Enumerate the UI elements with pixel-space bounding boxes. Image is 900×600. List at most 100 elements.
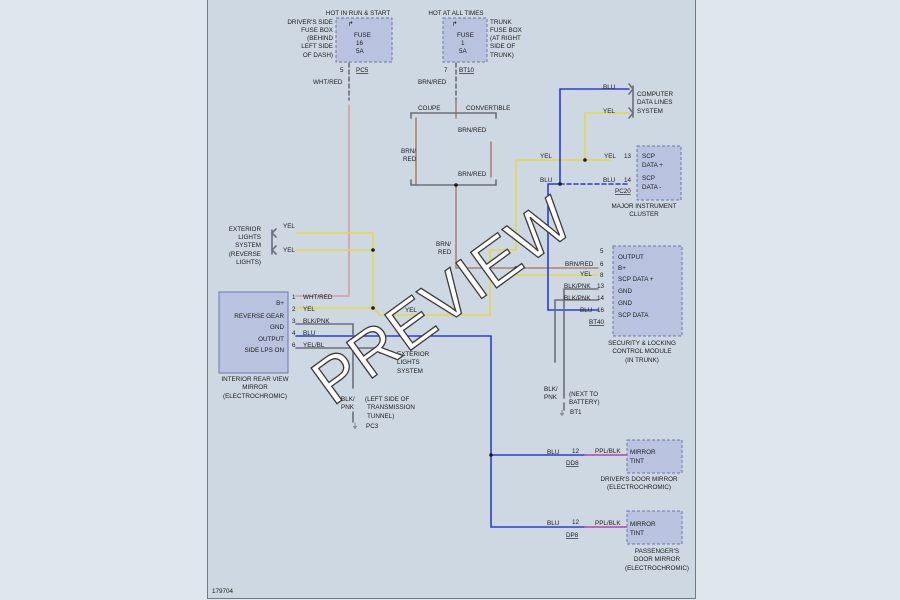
mirror-box xyxy=(218,291,289,374)
ground-bt1-2: BATTERY) xyxy=(569,399,600,406)
mirror-name-2: MIRROR xyxy=(242,384,268,391)
security-pin-5: 5 xyxy=(600,248,604,255)
wire-label-brn-red-top: BRN/RED xyxy=(418,79,447,86)
wire-label-brn-red-split-2: RED xyxy=(403,156,417,163)
security-row-4: GND xyxy=(618,288,632,295)
fuse-bt10-label-1: FUSE xyxy=(457,32,474,39)
fuse-bt10-pin: 7 xyxy=(444,67,448,74)
computer-data-1: COMPUTER xyxy=(637,91,673,98)
security-row-5: GND xyxy=(618,300,632,307)
wire-label-yel-2: YEL xyxy=(283,247,295,254)
wire-yel-reverse-1 xyxy=(295,232,374,309)
fuse-pc5-pin: 5 xyxy=(340,67,344,74)
cluster-pin-13: 13 xyxy=(624,153,632,160)
wire-label-convertible: CONVERTIBLE xyxy=(466,105,510,112)
mirror-row-5: SIDE LPS ON xyxy=(244,347,284,354)
fuse-bt10-label-2: 1 xyxy=(461,40,465,47)
ext-lights-mid-3: SYSTEM xyxy=(397,368,423,375)
cluster-row-1: SCP xyxy=(642,153,655,160)
wire-wht-red xyxy=(295,104,350,297)
security-name-1: SECURITY & LOCKING xyxy=(608,340,676,347)
wire-label-yel-5: YEL xyxy=(604,153,616,160)
pass-mirror-name-3: (ELECTROCHROMIC) xyxy=(625,565,689,572)
fuse-pc5-label-2: 16 xyxy=(356,40,364,47)
wire-label-blu-3: BLU xyxy=(603,84,616,91)
driver-mirror-row-2: TINT xyxy=(630,458,644,465)
fuse-bt10-box xyxy=(442,17,488,63)
wire-side-lps xyxy=(295,347,381,354)
mirror-pin-4: 4 xyxy=(292,330,296,337)
driver-mirror-connector: DD8 xyxy=(566,460,579,467)
preview-watermark: PREVIEW xyxy=(299,182,586,418)
wire-label-blu-1: BLU xyxy=(540,177,553,184)
cluster-pin-14: 14 xyxy=(624,177,632,184)
mirror-row-3: GND xyxy=(270,324,284,331)
fuse-bt10-location-4: SIDE OF xyxy=(490,43,515,50)
wire-option-bracket-bottom xyxy=(410,179,497,186)
cluster-connector: PC20 xyxy=(615,188,631,195)
pass-mirror-box xyxy=(626,510,683,545)
ground-icon: ⏚ xyxy=(352,422,358,430)
mirror-wire-3: BLK/PNK xyxy=(303,318,330,325)
exterior-lights-mid: EXTERIOR LIGHTS SYSTEM xyxy=(375,348,430,375)
wire-yel-computer xyxy=(584,112,630,161)
fuse-pc5-location-1: DRIVER'S SIDE xyxy=(287,19,333,26)
ext-lights-left-4: (REVERSE xyxy=(229,251,261,258)
ground-bt1-id: BT1 xyxy=(570,409,582,416)
driver-mirror-name-2: (ELECTROCHROMIC) xyxy=(607,484,671,491)
mirror-row-4: OUTPUT xyxy=(258,336,284,343)
pass-mirror-row-1: MIRROR xyxy=(630,521,656,528)
junction-dot xyxy=(558,182,562,186)
fuse-bt10: HOT AT ALL TIMES ↱ FUSE 1 5A TRUNK FUSE … xyxy=(428,10,522,74)
security-wire-13: BLK/PNK xyxy=(564,283,591,290)
wire-blk-pnk-module-14 xyxy=(554,299,599,363)
wire-label-blu-2: BLU xyxy=(603,177,616,184)
computer-data-2: DATA LINES xyxy=(637,99,672,106)
ground-bt1-wire-1: BLK/ xyxy=(544,386,558,393)
fuse-pc5-box xyxy=(335,17,393,63)
ext-lights-left-2: LIGHTS xyxy=(238,234,261,241)
cluster-box xyxy=(636,145,682,201)
ground-pc3-1: (LEFT SIDE OF xyxy=(365,396,409,403)
fuse-bt10-header: HOT AT ALL TIMES xyxy=(428,10,483,17)
ground-pc3-id: PC3 xyxy=(366,423,379,430)
security-pin-14: 14 xyxy=(597,295,605,302)
security-pin-13: 13 xyxy=(597,283,605,290)
wire-label-yel-4: YEL xyxy=(540,153,552,160)
pass-mirror-connector: DP8 xyxy=(566,532,579,539)
wire-label-brn-red-split-4: RED xyxy=(438,249,452,256)
computer-data-lines: COMPUTER DATA LINES SYSTEM xyxy=(628,83,673,119)
security-row-1: OUTPUT xyxy=(618,254,644,261)
fuse-pc5-label-1: FUSE xyxy=(354,32,371,39)
ground-pc3-wire-1: BLK/ xyxy=(341,396,355,403)
exterior-lights-left: EXTERIOR LIGHTS SYSTEM (REVERSE LIGHTS) xyxy=(229,226,277,266)
fuse-bt10-label-3: 5A xyxy=(459,48,468,55)
wire-label-brn-red-conv: BRN/RED xyxy=(458,127,487,134)
pass-mirror-pin: 12 xyxy=(572,519,580,526)
junction-dot xyxy=(371,306,375,310)
wire-label-brn-red-split-1: BRN/ xyxy=(401,148,416,155)
security-connector: BT40 xyxy=(589,319,605,326)
security-name-2: CONTROL MODULE xyxy=(612,348,671,355)
security-pin-16: 16 xyxy=(597,307,605,314)
wire-label-brn-red-conv-2: BRN/RED xyxy=(458,171,487,178)
ground-bt1-wire-2: PNK xyxy=(544,394,558,401)
fuse-pc5-location-4: LEFT SIDE xyxy=(301,43,333,50)
mirror-pin-1: 1 xyxy=(292,294,296,301)
fuse-pc5-location-3: (BEHIND xyxy=(307,35,333,42)
driver-mirror-row-1: MIRROR xyxy=(630,449,656,456)
junction-dots xyxy=(371,158,587,457)
cluster-row-2: DATA + xyxy=(642,162,663,169)
pass-mirror-name-2: DOOR MIRROR xyxy=(634,556,681,563)
cluster-name-2: CLUSTER xyxy=(629,211,659,218)
diagram-id: 179704 xyxy=(212,588,234,595)
driver-mirror-name-1: DRIVER'S DOOR MIRROR xyxy=(600,476,678,483)
fuse-bt10-location-5: TRUNK) xyxy=(490,52,514,59)
ground-pc3-2: TRANSMISSION xyxy=(367,404,415,411)
security-name-3: (IN TRUNK) xyxy=(625,357,659,364)
fuse-arrow-icon: ↱ xyxy=(348,21,353,28)
security-row-3: SCP DATA + xyxy=(618,276,654,283)
wire-label-wht-red: WHT/RED xyxy=(313,79,343,86)
fuse-bt10-location-3: (AT RIGHT xyxy=(490,35,521,42)
